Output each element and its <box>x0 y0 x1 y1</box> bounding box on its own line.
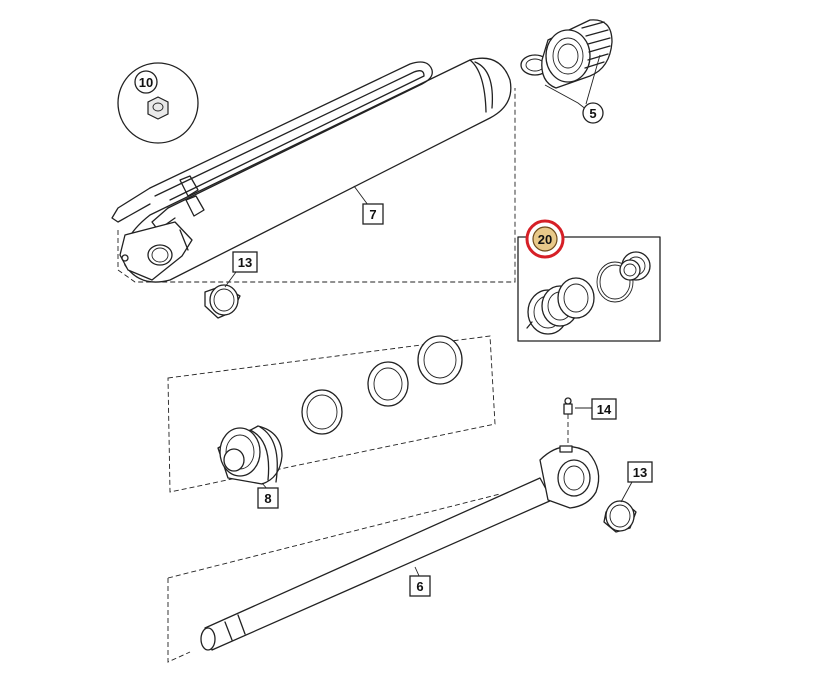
callout-5: 5 <box>582 102 604 124</box>
assembly-frame-upper <box>117 88 516 283</box>
callout-20-highlighted: 20 <box>525 219 565 259</box>
part-6-piston-rod <box>200 445 600 651</box>
callout-7: 7 <box>362 203 384 225</box>
callout-13-lower: 13 <box>627 461 653 483</box>
piston-seal-rings <box>301 335 463 435</box>
svg-text:13: 13 <box>633 465 647 480</box>
svg-text:8: 8 <box>264 491 271 506</box>
svg-text:7: 7 <box>369 207 376 222</box>
svg-text:13: 13 <box>238 255 252 270</box>
svg-text:6: 6 <box>416 579 423 594</box>
part-7-cylinder-barrel <box>111 57 512 283</box>
callout-13-upper: 13 <box>232 251 258 273</box>
part-5-gland <box>520 19 613 89</box>
assembly-frame-piston <box>167 335 496 493</box>
callout-14: 14 <box>591 398 617 420</box>
part-14-grease-nipple <box>559 397 573 453</box>
part-13-bushing-lower <box>603 500 637 533</box>
svg-text:14: 14 <box>597 402 612 417</box>
svg-text:20: 20 <box>538 232 552 247</box>
part-13-bushing-upper <box>204 284 241 319</box>
callout-6: 6 <box>409 575 431 597</box>
part-10-nut-detail <box>117 62 199 144</box>
part-8-piston <box>217 425 283 485</box>
callout-10: 10 <box>134 70 158 94</box>
svg-text:10: 10 <box>139 75 153 90</box>
svg-text:5: 5 <box>589 106 596 121</box>
callout-8: 8 <box>257 487 279 509</box>
